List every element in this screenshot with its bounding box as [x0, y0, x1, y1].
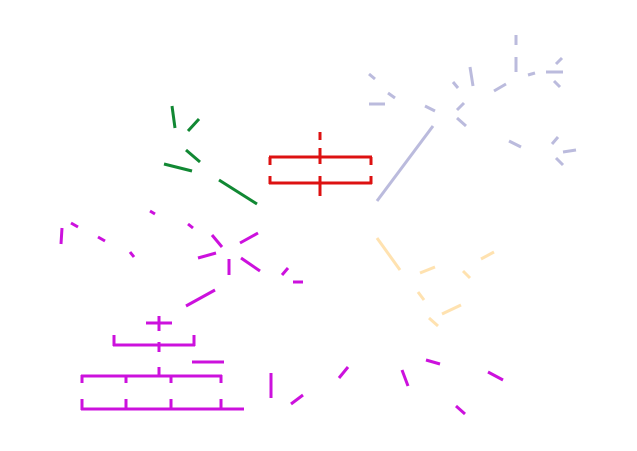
peach-segment: [441, 303, 462, 316]
green-segment: [163, 162, 193, 173]
peach-segment: [375, 237, 402, 271]
green-segment: [185, 148, 201, 164]
magenta-segment: [149, 209, 156, 216]
peach-segment: [416, 291, 426, 301]
magenta-segment: [239, 231, 259, 245]
peach-segment: [428, 316, 439, 328]
magenta-segment: [425, 358, 441, 366]
magenta-segment: [97, 235, 106, 243]
green-segment: [170, 105, 177, 129]
lavender-segment: [527, 71, 536, 77]
green-segment: [218, 178, 258, 206]
peach-branch-group: [375, 237, 495, 328]
lavender-segment: [554, 56, 564, 66]
magenta-segment: [128, 251, 136, 258]
green-segment: [186, 117, 201, 133]
peach-segment: [419, 265, 436, 275]
lavender-segment: [387, 91, 396, 100]
lavender-segment: [552, 79, 562, 89]
red-bracket-group: [268, 132, 373, 196]
magenta-segment: [337, 366, 350, 379]
magenta-segment: [59, 227, 64, 245]
magenta-segment: [400, 369, 410, 387]
magenta-segment: [197, 251, 217, 260]
lavender-segment: [562, 148, 577, 154]
magenta-segment: [210, 234, 224, 248]
lavender-segment: [451, 81, 460, 89]
magenta-segment: [280, 267, 290, 276]
peach-segment: [461, 269, 472, 280]
lavender-segment: [375, 125, 435, 202]
lavender-segment: [368, 72, 376, 81]
magenta-segment: [487, 370, 504, 382]
lavender-segment: [550, 136, 560, 145]
magenta-segment: [185, 288, 216, 308]
magenta-segment: [187, 222, 194, 230]
lavender-segment: [493, 82, 507, 93]
magenta-network-group: [59, 209, 504, 416]
magenta-segment: [455, 404, 466, 416]
green-branch-group: [163, 105, 258, 206]
peach-segment: [480, 250, 495, 261]
lavender-segment: [455, 101, 466, 112]
magenta-segment: [70, 221, 79, 229]
magenta-segment: [240, 256, 261, 273]
lavender-network-group: [368, 35, 577, 202]
lavender-segment: [456, 116, 467, 128]
lavender-segment: [468, 66, 475, 87]
lavender-segment: [424, 104, 436, 113]
lavender-segment: [508, 139, 522, 149]
magenta-segment: [290, 393, 304, 406]
lavender-segment: [554, 156, 565, 167]
